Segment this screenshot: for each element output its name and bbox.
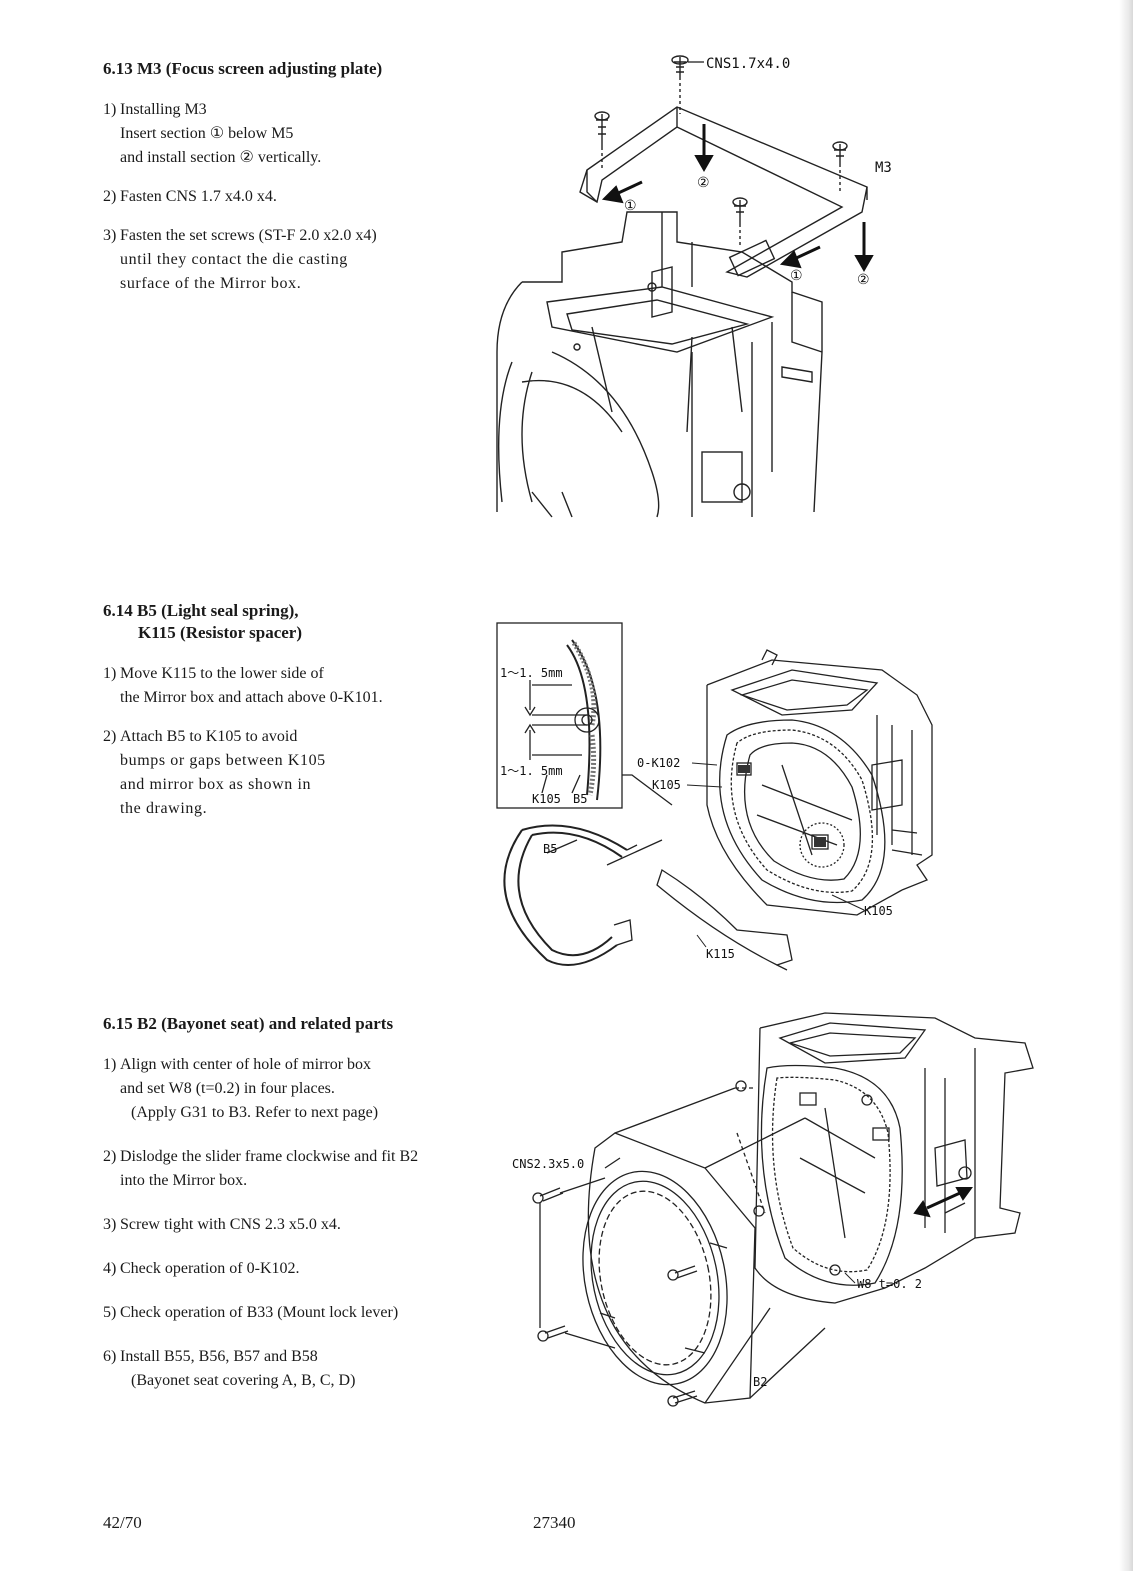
section-heading: 6.13 M3 (Focus screen adjusting plate) <box>103 59 383 78</box>
step-item: 2)Attach B5 to K105 to avoid bumps or ga… <box>103 728 326 817</box>
label-cns-screw: CNS2.3x5.0 <box>512 1157 584 1171</box>
label-k105: K105 <box>652 778 681 792</box>
label-gap-top: 1～1. 5mm <box>500 666 563 680</box>
section-6-14: 6.14 B5 (Light seal spring), K115 (Resis… <box>103 600 493 836</box>
label-b5-ring: B5 <box>543 842 557 856</box>
step-item: 2)Dislodge the slider frame clockwise an… <box>103 1148 419 1189</box>
step-item: 5)Check operation of B33 (Mount lock lev… <box>103 1304 399 1321</box>
section-6-13: 6.13 M3 (Focus screen adjusting plate) 1… <box>103 58 493 311</box>
step-item: 6)Install B55, B56, B57 and B58 (Bayonet… <box>103 1348 356 1389</box>
label-inset-b5: B5 <box>573 792 587 806</box>
page-number: 42/70 <box>103 1513 142 1532</box>
label-m3: M3 <box>875 160 892 176</box>
step-item: 4)Check operation of 0-K102. <box>103 1260 300 1277</box>
section-6-15: 6.15 B2 (Bayonet seat) and related parts… <box>103 1013 523 1408</box>
label-0-k102: 0-K102 <box>637 756 680 770</box>
section-heading: 6.14 B5 (Light seal spring), K115 (Resis… <box>103 601 302 642</box>
label-section-2: ② <box>697 175 710 191</box>
step-item: 3)Fasten the set screws (ST-F 2.0 x2.0 x… <box>103 227 377 292</box>
label-section-2: ② <box>857 272 870 288</box>
label-gap-bottom: 1～1. 5mm <box>500 764 563 778</box>
label-k105-lower: K105 <box>864 904 893 918</box>
label-section-1: ① <box>624 198 637 214</box>
label-k115: K115 <box>706 947 735 961</box>
label-w8-washer: W8 t=0. 2 <box>857 1277 922 1291</box>
step-item: 1)Align with center of hole of mirror bo… <box>103 1056 379 1121</box>
figure-b5-k115: 1～1. 5mm 1～1. 5mm K105 B5 0-K102 K105 B5… <box>492 615 962 975</box>
document-number: 27340 <box>533 1513 576 1532</box>
step-item: 2)Fasten CNS 1.7 x4.0 x4. <box>103 188 277 205</box>
step-item: 3)Screw tight with CNS 2.3 x5.0 x4. <box>103 1216 341 1233</box>
label-section-1: ① <box>790 268 803 284</box>
figure-b2-bayonet: CNS2.3x5.0 W8 t=0. 2 B2 <box>505 1008 1045 1418</box>
section-heading: 6.15 B2 (Bayonet seat) and related parts <box>103 1014 394 1033</box>
step-item: 1)Installing M3 Insert section ① below M… <box>103 101 322 166</box>
label-inset-k105: K105 <box>532 792 561 806</box>
label-b2: B2 <box>753 1375 767 1389</box>
figure-m3-installation: CNS1.7x4.0 M3 ① ② ① ② <box>492 52 892 522</box>
page-edge-shadow <box>1119 0 1133 1571</box>
label-cns-screw: CNS1.7x4.0 <box>706 56 790 72</box>
step-item: 1)Move K115 to the lower side of the Mir… <box>103 665 383 706</box>
